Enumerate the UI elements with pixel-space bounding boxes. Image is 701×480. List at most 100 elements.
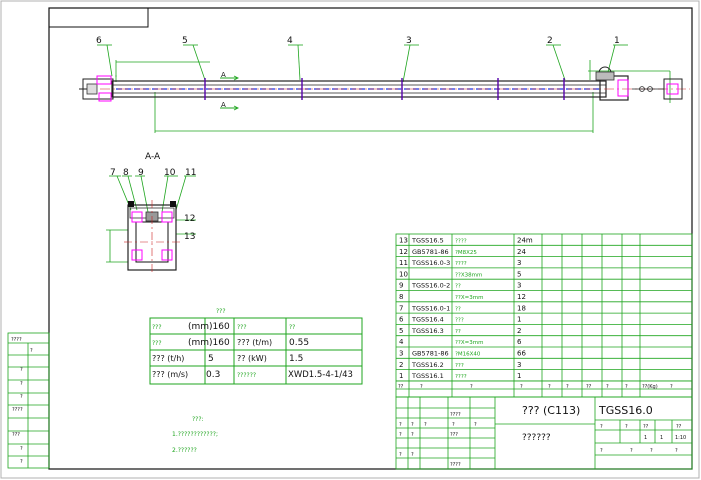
bom-header-cell: ? bbox=[606, 384, 609, 390]
param-value: (mm)160 bbox=[188, 322, 230, 332]
bom-cell-no: 8 bbox=[399, 293, 403, 301]
bom-header-cell: ?? bbox=[398, 384, 404, 390]
scale-header: ?? bbox=[676, 424, 682, 430]
callout-13: 13 bbox=[184, 232, 195, 242]
side-stamp-line: ? bbox=[30, 348, 33, 354]
bom-cell-name: ?M8X25 bbox=[455, 250, 477, 256]
bom-cell-code: TGSS16.4 bbox=[411, 316, 444, 324]
callout-3: 3 bbox=[406, 36, 412, 46]
sign-label: ? bbox=[411, 432, 414, 438]
notes-title: ???: bbox=[192, 416, 204, 423]
callout-2: 2 bbox=[547, 36, 553, 46]
bom-cell-no: 1 bbox=[399, 372, 403, 380]
bom-cell-no: 12 bbox=[399, 248, 408, 256]
bom-cell-name: ??X=3mm bbox=[455, 340, 483, 346]
main-callouts: 6 5 4 3 2 1 bbox=[96, 36, 620, 46]
side-stamp-line: ??? bbox=[12, 432, 20, 438]
bom-cell-no: 10 bbox=[399, 270, 408, 278]
section-title: A-A bbox=[145, 152, 161, 162]
side-stamp-line: ? bbox=[20, 367, 23, 373]
bom-cell-no: 11 bbox=[399, 259, 408, 267]
bom-cell-no: 5 bbox=[399, 327, 403, 335]
param-value: ?? bbox=[289, 324, 295, 331]
bom-cell-qty: 3 bbox=[517, 282, 521, 290]
bom-header-cell: ? bbox=[420, 384, 423, 390]
bom-cell-no: 7 bbox=[399, 304, 403, 312]
sign-label: ? bbox=[424, 422, 427, 428]
bom-cell-no: 9 bbox=[399, 282, 403, 290]
param-key: ??? bbox=[152, 324, 162, 331]
side-stamp-line: ? bbox=[20, 446, 23, 452]
bom-cell-name: ?M16X40 bbox=[455, 352, 481, 358]
params-table: ??? (mm)160 ??? ?? ??? (mm)160 ??? (t/m)… bbox=[152, 322, 353, 380]
notes: ???: 1.????????????; 2.?????? bbox=[172, 416, 218, 454]
param-value: 0.3 bbox=[206, 370, 220, 380]
bom-cell-qty: 12 bbox=[517, 293, 526, 301]
sheet-label: ? bbox=[600, 448, 603, 454]
scale-header: ? bbox=[625, 424, 628, 430]
param-value: 5 bbox=[208, 354, 214, 364]
bom-cell-qty: 24 bbox=[517, 248, 526, 256]
bom-cell-name: ?? bbox=[455, 306, 461, 312]
param-key: ??? bbox=[237, 324, 247, 331]
bom-cell-qty: 3 bbox=[517, 259, 521, 267]
bom-cell-qty: 6 bbox=[517, 338, 522, 346]
param-key: ??? (t/h) bbox=[152, 354, 184, 363]
callout-10: 10 bbox=[164, 168, 176, 178]
bom-cell-no: 6 bbox=[399, 316, 404, 324]
bom-cell-qty: 2 bbox=[517, 327, 521, 335]
drawing-subtitle: ?????? bbox=[522, 433, 551, 443]
note-line: 1.????????????; bbox=[172, 431, 218, 438]
bom-cell-qty: 24m bbox=[517, 237, 533, 245]
title-block-grid bbox=[395, 396, 693, 470]
bom-cell-name: ??X=3mm bbox=[455, 295, 483, 301]
bom-cell-code: TGSS16.0-3 bbox=[411, 259, 450, 267]
sheet-label: ? bbox=[650, 448, 653, 454]
callout-7: 7 bbox=[110, 168, 116, 178]
side-stamp-line: ???? bbox=[11, 337, 22, 343]
bom-cell-name: ?? bbox=[455, 329, 461, 335]
callout-9: 9 bbox=[138, 168, 144, 178]
bom-cell-code: TGSS16.3 bbox=[411, 327, 444, 335]
title-block: ??? (C113) TGSS16.0 ?????? ? ? ?? ?? 1 1… bbox=[399, 404, 686, 468]
callout-12: 12 bbox=[184, 214, 195, 224]
drawing-frame bbox=[48, 7, 693, 470]
bom-header-cell: ? bbox=[625, 384, 628, 390]
bom-cell-code: GB5781-86 bbox=[412, 350, 449, 358]
scale-value: 1 bbox=[660, 435, 663, 441]
callout-11: 11 bbox=[185, 168, 196, 178]
bom-cell-name: ???? bbox=[455, 374, 467, 380]
sign-label: ??? bbox=[450, 432, 458, 438]
param-key: ??? bbox=[152, 340, 162, 347]
sign-label: ? bbox=[411, 452, 414, 458]
sign-label: ? bbox=[399, 422, 402, 428]
scale-header: ?? bbox=[643, 424, 649, 430]
section-callouts: 7 8 9 10 11 12 13 bbox=[110, 168, 196, 242]
conveyor-elevation: A A bbox=[79, 44, 690, 133]
params-grid bbox=[149, 317, 363, 385]
bom-cell-no: 4 bbox=[399, 338, 404, 346]
param-key: ??? (m/s) bbox=[152, 370, 188, 379]
sign-label: ? bbox=[399, 432, 402, 438]
bom-cell-no: 2 bbox=[399, 361, 403, 369]
param-value: (mm)160 bbox=[188, 338, 230, 348]
bom-header-cell: ?? bbox=[586, 384, 592, 390]
bom-cell-no: 13 bbox=[399, 237, 408, 245]
note-line: 2.?????? bbox=[172, 447, 197, 454]
callout-1: 1 bbox=[614, 36, 620, 46]
sign-label: ? bbox=[474, 422, 477, 428]
standard-label: ???? bbox=[450, 412, 461, 418]
bom-cell-code: TGSS16.0-2 bbox=[411, 282, 450, 290]
scale-header: ? bbox=[600, 424, 603, 430]
param-value: 1.5 bbox=[289, 354, 303, 364]
side-stamp-line: ? bbox=[20, 459, 23, 465]
bom-cell-name: ??X38mm bbox=[455, 272, 482, 278]
scale-value: 1:10 bbox=[675, 435, 686, 441]
section-marker-bottom: A bbox=[221, 101, 226, 109]
section-view bbox=[106, 175, 196, 274]
bom-header-cell: ??(Kg) bbox=[642, 384, 658, 390]
sign-label: ? bbox=[399, 452, 402, 458]
scale-value: 1 bbox=[644, 435, 647, 441]
callout-8: 8 bbox=[123, 168, 129, 178]
